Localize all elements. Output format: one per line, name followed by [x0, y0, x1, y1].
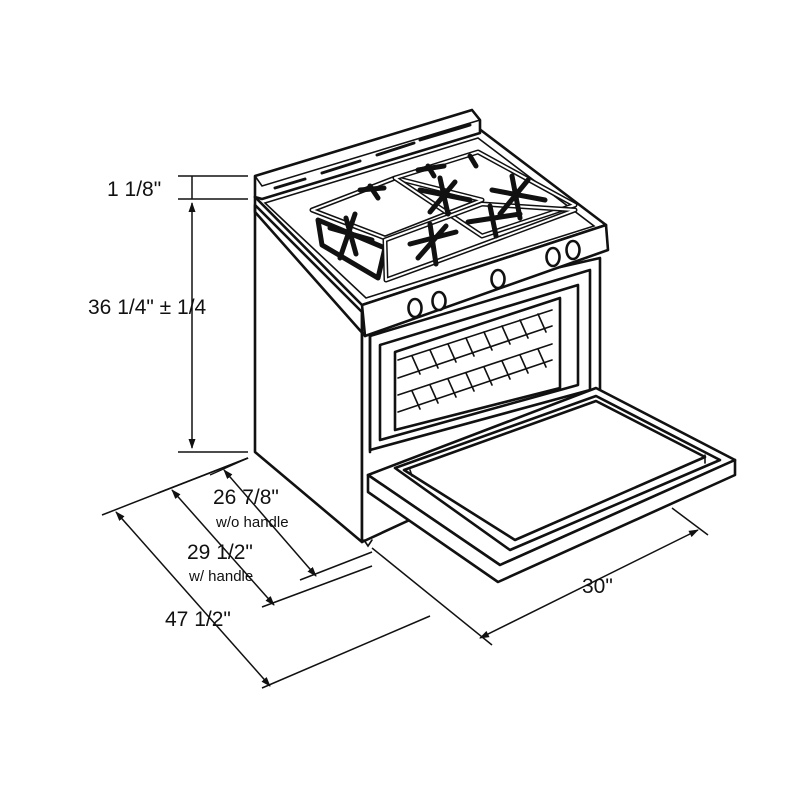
backguard-height-label: 1 1/8"	[107, 178, 161, 201]
width-dimension-line	[479, 529, 699, 639]
dimension-lines	[101, 175, 709, 689]
knob-icon	[407, 297, 423, 319]
depth-with-handle-label: 29 1/2"	[187, 541, 253, 564]
oven-racks	[397, 309, 553, 413]
depth-with-handle-note: w/ handle	[188, 568, 253, 585]
backguard-top-edge	[254, 119, 481, 187]
control-knobs	[407, 239, 581, 319]
oven-back-wall	[393, 296, 562, 432]
leg	[363, 539, 373, 548]
dimension-labels: 1 1/8" 36 1/4" ± 1/4 26 7/8" w/o handle …	[88, 178, 613, 631]
range-body	[253, 108, 610, 548]
burner-grates	[309, 149, 578, 283]
knob-icon	[545, 246, 561, 268]
knob-icon	[490, 268, 506, 290]
open-oven-door	[366, 386, 737, 584]
cooktop-side-lip	[253, 195, 367, 338]
depth-door-open-line	[115, 511, 271, 687]
cooktop-height-label: 36 1/4" ± 1/4	[88, 296, 207, 319]
depth-without-handle-note: w/o handle	[215, 514, 289, 531]
door-window-frame	[393, 394, 722, 552]
backguard-vents	[273, 123, 472, 190]
knob-icon	[431, 290, 447, 312]
knob-icon	[565, 239, 581, 261]
depth-door-open-label: 47 1/2"	[165, 608, 231, 631]
cooktop-inner-edge	[263, 137, 596, 299]
depth-without-handle-label: 26 7/8"	[213, 486, 279, 509]
oven-cavity	[378, 283, 580, 442]
door-hinge	[409, 454, 706, 477]
width-label: 30"	[582, 575, 613, 598]
